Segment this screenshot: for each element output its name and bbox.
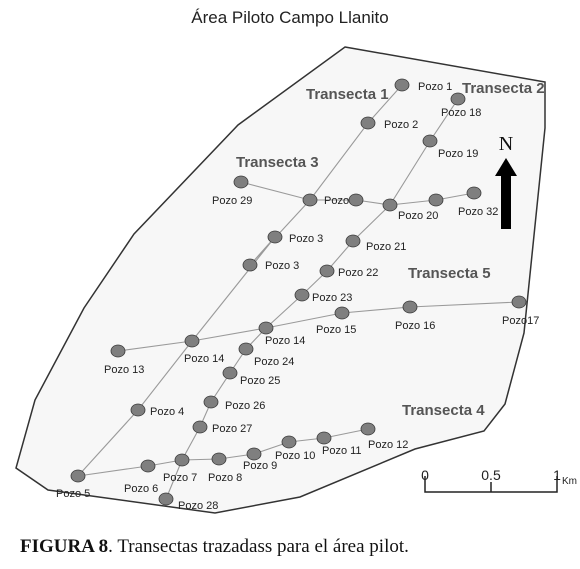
well-marker-pozo-19 — [422, 134, 438, 148]
well-marker-pozo-18 — [450, 92, 466, 106]
figure-caption: FIGURA 8. Transectas trazadass para el á… — [20, 536, 409, 558]
well-label-pozo-22: Pozo 22 — [338, 267, 378, 279]
well-label-pozo-29: Pozo 29 — [212, 195, 252, 207]
well-label-pozo-26: Pozo 26 — [225, 400, 265, 412]
well-marker-pozo-14 — [184, 334, 200, 348]
well-label-pozo-15: Pozo 15 — [316, 324, 356, 336]
well-label-pozo-12: Pozo 12 — [368, 439, 408, 451]
transect-line-5 — [117, 301, 520, 352]
scale-label-end: 1 — [553, 467, 561, 483]
well-label-pozo-19: Pozo 19 — [438, 148, 478, 160]
scale-label-0: 0 — [421, 467, 429, 483]
caption-text: . Transectas trazadass para el área pilo… — [108, 536, 409, 557]
well-marker-pozo-20 — [382, 198, 398, 212]
well-label-pozo-3: Pozo 3 — [289, 233, 323, 245]
well-label-pozo-21: Pozo 21 — [366, 241, 406, 253]
well-label-pozo-13: Pozo 13 — [104, 364, 144, 376]
well-marker-pozo-32 — [466, 186, 482, 200]
well-marker-pozo-12 — [360, 422, 376, 436]
well-marker-pozo-5 — [70, 469, 86, 483]
well-marker-pozo-10 — [281, 435, 297, 449]
well-label-pozo-28: Pozo 28 — [178, 500, 218, 512]
well-label-pozo-4: Pozo 4 — [150, 406, 184, 418]
well-label-pozo-6: Pozo 6 — [124, 483, 158, 495]
well-marker-pozo-9 — [246, 447, 262, 461]
well-label-pozo-18: Pozo 18 — [441, 107, 481, 119]
well-label-pozo-27: Pozo 27 — [212, 423, 252, 435]
well-label-pozo-11: Pozo 11 — [322, 445, 362, 457]
scale-unit: Km — [562, 476, 577, 487]
well-label-pozo-7: Pozo 7 — [163, 472, 197, 484]
well-label-pozo-1: Pozo 1 — [418, 81, 452, 93]
transect-label-1: Transecta 1 — [306, 86, 389, 103]
well-label-pozo-14b: Pozo 14 — [265, 335, 305, 347]
well-marker-pozo-22 — [319, 264, 335, 278]
well-label-pozo-25: Pozo 25 — [240, 375, 280, 387]
transect-label-4: Transecta 4 — [402, 402, 485, 419]
well-marker-pozo-28 — [158, 492, 174, 506]
well-label-pozo-3b: Pozo 3 — [265, 260, 299, 272]
transect-label-3: Transecta 3 — [236, 154, 319, 171]
well-marker-pozo-2 — [360, 116, 376, 130]
well-marker-pozo-6 — [140, 459, 156, 473]
well-marker-pozo-13 — [110, 344, 126, 358]
well-marker-pozo-16 — [402, 300, 418, 314]
transect-line-1 — [77, 84, 403, 477]
well-label-pozo-2: Pozo 2 — [384, 119, 418, 131]
well-label-pozo-23: Pozo 23 — [312, 292, 352, 304]
well-marker-pozo-15 — [334, 306, 350, 320]
well-marker-pozo-11 — [316, 431, 332, 445]
well-label-pozo-20: Pozo 20 — [398, 210, 438, 222]
well-marker-pozo-25 — [222, 366, 238, 380]
well-marker-pozo-2b — [302, 193, 318, 207]
well-marker-pozo-17 — [511, 295, 527, 309]
well-label-pozo-10: Pozo 10 — [275, 450, 315, 462]
well-marker-pozo-20b — [428, 193, 444, 207]
well-marker-pozo-23 — [294, 288, 310, 302]
well-marker-pozo-29 — [233, 175, 249, 189]
well-marker-pozo-4 — [130, 403, 146, 417]
well-marker-pozo-24 — [238, 342, 254, 356]
well-marker-pozo-27 — [192, 420, 208, 434]
well-label-pozo-14: Pozo 14 — [184, 353, 224, 365]
well-marker-pozo-3b — [242, 258, 258, 272]
well-marker-pozo-26 — [203, 395, 219, 409]
well-label-pozo-17: Pozo17 — [502, 315, 539, 327]
well-label-pozo-32: Pozo 32 — [458, 206, 498, 218]
well-marker-pozo-8 — [211, 452, 227, 466]
north-label: N — [499, 133, 513, 155]
transect-labels: Transecta 1 Transecta 2 Transecta 3 Transec… — [236, 80, 545, 419]
well-marker-pozo-21 — [345, 234, 361, 248]
north-arrow: N — [495, 133, 517, 229]
scale-label-mid: 0.5 — [481, 467, 501, 483]
well-label-pozo-5: Pozo 5 — [56, 488, 90, 500]
well-label-pozo-24: Pozo 24 — [254, 356, 294, 368]
well-marker-pozo-7 — [174, 453, 190, 467]
north-arrow-icon — [495, 158, 517, 229]
well-marker-pozo-14b — [258, 321, 274, 335]
well-label-pozo-16: Pozo 16 — [395, 320, 435, 332]
scale-bar: 0 0.5 1 Km — [421, 467, 577, 493]
transect-label-5: Transecta 5 — [408, 265, 491, 282]
well-marker-pozo-3 — [267, 230, 283, 244]
transect-label-2: Transecta 2 — [462, 80, 545, 97]
map-title: Área Piloto Campo Llanito — [191, 8, 389, 27]
well-label-pozo-8: Pozo 8 — [208, 472, 242, 484]
well-marker-pozo-2c — [348, 193, 364, 207]
well-label-pozo-9: Pozo 9 — [243, 460, 277, 472]
caption-figure-number: FIGURA 8 — [20, 536, 109, 557]
well-marker-pozo-1 — [394, 78, 410, 92]
